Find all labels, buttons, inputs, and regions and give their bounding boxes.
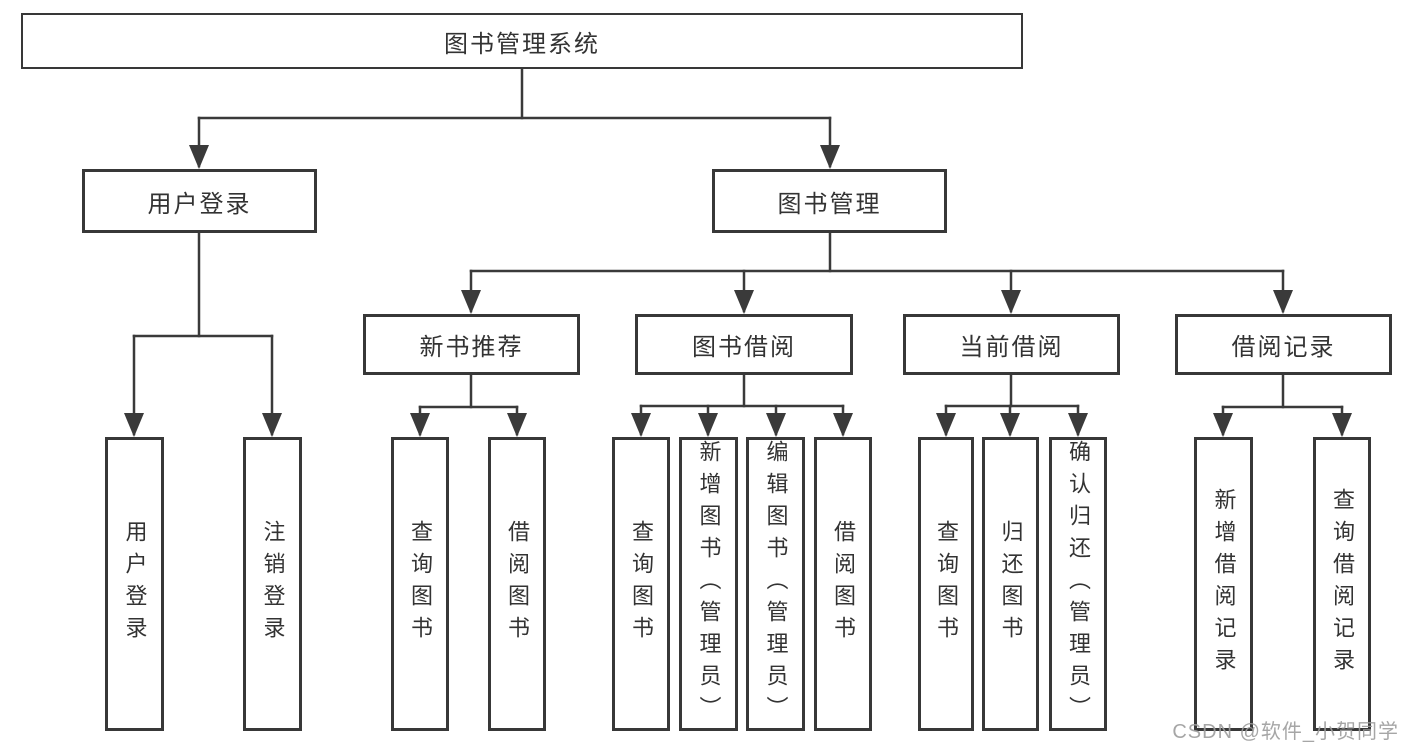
leaf-current-query-books-label: 查询图书 bbox=[934, 520, 959, 648]
node-user-login-label: 用户登录 bbox=[147, 190, 252, 218]
leaf-add-books-admin-label: 新增图书（管理员） bbox=[696, 440, 722, 728]
leaf-add-borrow-record: 新增借阅记录 bbox=[1194, 437, 1253, 731]
leaf-current-query-books: 查询图书 bbox=[918, 437, 974, 731]
leaf-query-borrow-record: 查询借阅记录 bbox=[1313, 437, 1371, 731]
leaf-recommend-borrow-books-label: 借阅图书 bbox=[505, 520, 530, 648]
leaf-edit-books-admin: 编辑图书（管理员） bbox=[746, 437, 805, 731]
leaf-borrow-books-label: 借阅图书 bbox=[831, 520, 856, 648]
leaf-recommend-query-books-label: 查询图书 bbox=[408, 520, 433, 648]
leaf-logout: 注销登录 bbox=[243, 437, 302, 731]
node-new-book-recommend-label: 新书推荐 bbox=[419, 334, 524, 361]
leaf-recommend-query-books: 查询图书 bbox=[391, 437, 449, 731]
node-new-book-recommend: 新书推荐 bbox=[363, 314, 580, 375]
leaf-query-borrow-record-label: 查询借阅记录 bbox=[1330, 488, 1355, 680]
node-user-login: 用户登录 bbox=[82, 169, 317, 233]
leaf-add-borrow-record-label: 新增借阅记录 bbox=[1211, 488, 1237, 680]
node-root-label: 图书管理系统 bbox=[444, 30, 600, 58]
leaf-confirm-return-admin-label: 确认归还（管理员） bbox=[1066, 440, 1091, 728]
leaf-user-login-label: 用户登录 bbox=[122, 520, 148, 648]
node-root: 图书管理系统 bbox=[21, 13, 1023, 69]
leaf-add-books-admin: 新增图书（管理员） bbox=[679, 437, 738, 731]
node-book-management: 图书管理 bbox=[712, 169, 947, 233]
node-book-borrowing: 图书借阅 bbox=[635, 314, 853, 375]
node-book-borrowing-label: 图书借阅 bbox=[692, 334, 796, 361]
leaf-confirm-return-admin: 确认归还（管理员） bbox=[1049, 437, 1107, 731]
leaf-borrowing-query-books-label: 查询图书 bbox=[629, 520, 654, 648]
leaf-return-books: 归还图书 bbox=[982, 437, 1039, 731]
node-borrowing-records-label: 借阅记录 bbox=[1231, 334, 1336, 361]
leaf-borrow-books: 借阅图书 bbox=[814, 437, 872, 731]
leaf-user-login: 用户登录 bbox=[105, 437, 164, 731]
watermark: CSDN @软件_小贺同学 bbox=[1172, 721, 1399, 743]
node-borrowing-records: 借阅记录 bbox=[1175, 314, 1392, 375]
node-current-borrowing-label: 当前借阅 bbox=[959, 334, 1064, 361]
node-book-management-label: 图书管理 bbox=[777, 190, 882, 218]
leaf-borrowing-query-books: 查询图书 bbox=[612, 437, 670, 731]
leaf-logout-label: 注销登录 bbox=[260, 520, 286, 648]
node-current-borrowing: 当前借阅 bbox=[903, 314, 1120, 375]
leaf-return-books-label: 归还图书 bbox=[998, 520, 1024, 648]
leaf-recommend-borrow-books: 借阅图书 bbox=[488, 437, 546, 731]
leaf-edit-books-admin-label: 编辑图书（管理员） bbox=[763, 440, 789, 728]
